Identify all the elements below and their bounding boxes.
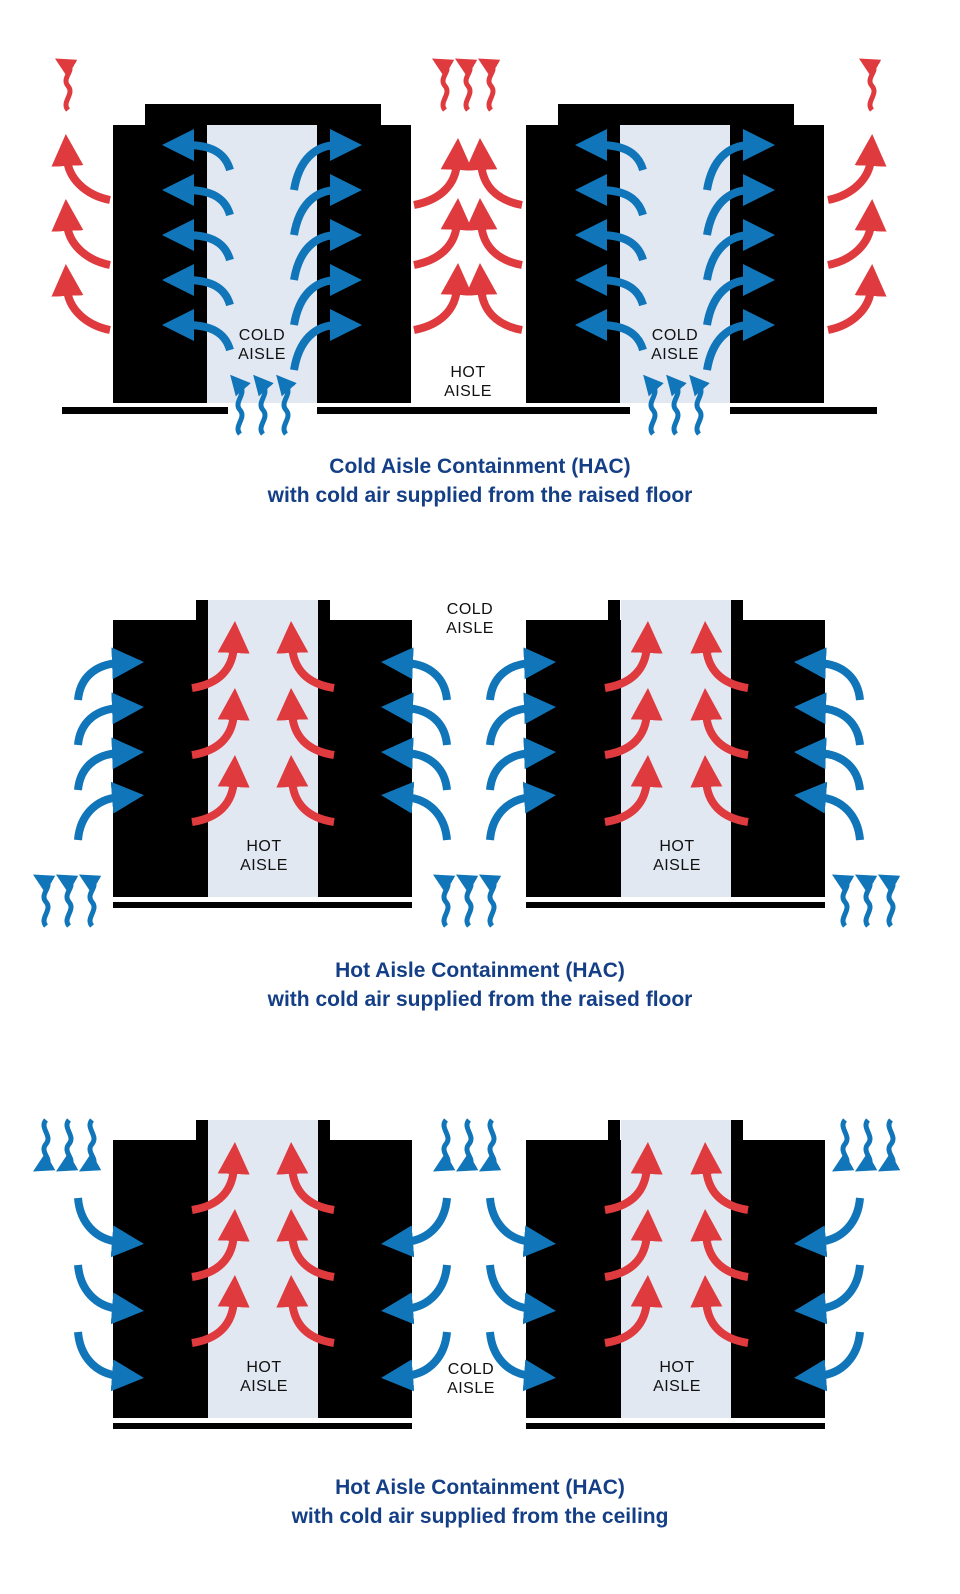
aisle-label-line1: HOT <box>659 838 694 855</box>
aisle-label-line1: COLD <box>448 1361 494 1378</box>
aisle-label-line1: COLD <box>652 327 698 344</box>
cold-air-floor-supply <box>230 374 710 436</box>
aisle-labels: HOT AISLE COLD AISLE HOT AISLE <box>240 1359 701 1397</box>
cold-air-arrows <box>162 129 775 371</box>
aisle-label-line1: HOT <box>450 364 485 381</box>
caption-line1: Hot Aisle Containment (HAC) <box>335 959 625 982</box>
cold-air-ceiling-supply <box>32 1118 901 1172</box>
aisle-label-line2: AISLE <box>653 857 701 874</box>
aisle-labels: COLD AISLE HOT AISLE HOT AISLE <box>240 601 701 874</box>
aisle-label-line2: AISLE <box>653 1378 701 1395</box>
cold-air-arrows <box>74 1197 864 1392</box>
hot-air-exhaust-wavy <box>54 58 882 112</box>
aisle-labels: COLD AISLE HOT AISLE COLD AISLE <box>238 327 699 400</box>
caption-line2: with cold air supplied from the raised f… <box>267 988 693 1011</box>
aisle-label-line2: AISLE <box>444 383 492 400</box>
aisle-label-line2: AISLE <box>240 1378 288 1395</box>
caption-hot-aisle-ceiling: Hot Aisle Containment (HAC) with cold ai… <box>0 1473 960 1531</box>
rack-structures <box>113 600 825 908</box>
hot-air-arrows <box>191 621 749 826</box>
aisle-label-line1: COLD <box>447 601 493 618</box>
caption-line2: with cold air supplied from the ceiling <box>291 1505 669 1528</box>
hot-air-arrows <box>51 134 887 334</box>
cold-air-floor-supply <box>32 874 901 928</box>
aisle-label-line2: AISLE <box>238 346 286 363</box>
caption-line2: with cold air supplied from the raised f… <box>267 484 693 507</box>
aisle-label-line1: COLD <box>239 327 285 344</box>
panel-hot-aisle-ceiling: HOT AISLE COLD AISLE HOT AISLE <box>32 1118 901 1429</box>
hot-air-arrows <box>191 1142 749 1347</box>
aisle-label-line2: AISLE <box>651 346 699 363</box>
caption-line1: Cold Aisle Containment (HAC) <box>329 455 631 478</box>
aisle-label-line2: AISLE <box>447 1380 495 1397</box>
cold-air-arrows <box>74 647 864 841</box>
aisle-label-line2: AISLE <box>446 620 494 637</box>
caption-hot-aisle-raised-floor: Hot Aisle Containment (HAC) with cold ai… <box>0 956 960 1014</box>
panel-hot-aisle-raised-floor: COLD AISLE HOT AISLE HOT AISLE <box>32 600 901 928</box>
aisle-label-line1: HOT <box>659 1359 694 1376</box>
aisle-label-line1: HOT <box>246 1359 281 1376</box>
caption-line1: Hot Aisle Containment (HAC) <box>335 1476 625 1499</box>
panel-cold-aisle-containment: COLD AISLE HOT AISLE COLD AISLE <box>51 58 887 436</box>
aisle-label-line1: HOT <box>246 838 281 855</box>
aisle-label-line2: AISLE <box>240 857 288 874</box>
caption-cold-aisle-containment: Cold Aisle Containment (HAC) with cold a… <box>0 452 960 510</box>
